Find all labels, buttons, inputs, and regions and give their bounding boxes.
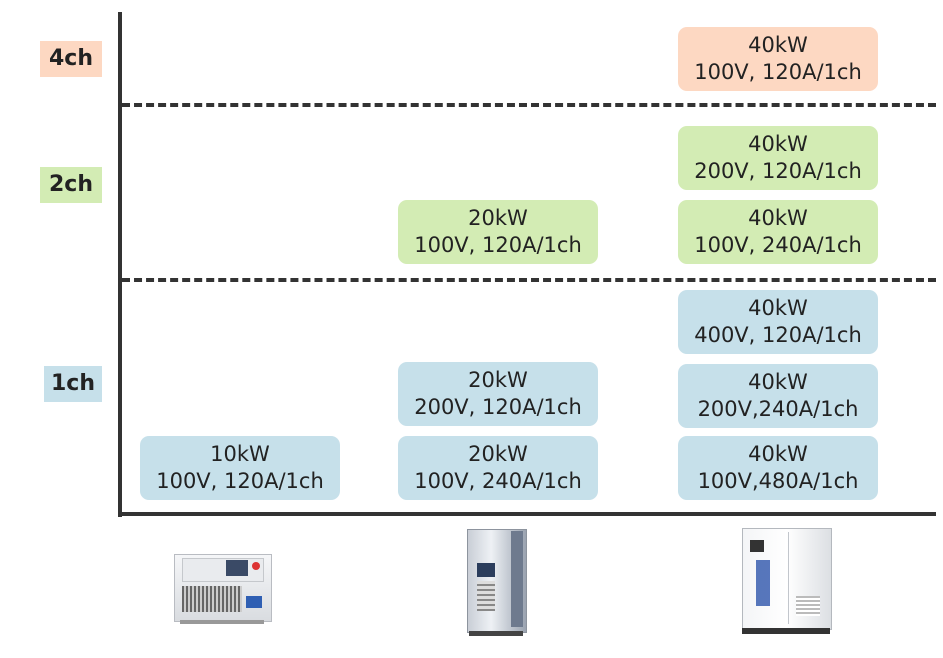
spec-box-1ch-40kw-100v: 40kW 100V,480A/1ch <box>678 436 878 500</box>
spec-box-spec: 100V, 120A/1ch <box>414 233 582 257</box>
spec-box-spec: 400V, 120A/1ch <box>694 323 862 347</box>
spec-box-2ch-40kw-100v: 40kW 100V, 240A/1ch <box>678 200 878 264</box>
product-image-10kw-unit <box>174 548 272 626</box>
x-axis-line <box>118 512 936 516</box>
spec-box-1ch-20kw-200v: 20kW 200V, 120A/1ch <box>398 362 598 426</box>
spec-box-power: 20kW <box>468 442 528 466</box>
spec-box-power: 40kW <box>748 370 808 394</box>
spec-box-spec: 100V, 240A/1ch <box>414 469 582 493</box>
spec-box-2ch-20kw-100v: 20kW 100V, 120A/1ch <box>398 200 598 264</box>
spec-box-1ch-10kw-100v: 10kW 100V, 120A/1ch <box>140 436 340 500</box>
divider-2ch-1ch <box>122 278 936 282</box>
product-image-20kw-cabinet <box>463 527 529 637</box>
spec-box-spec: 200V, 120A/1ch <box>694 159 862 183</box>
spec-box-spec: 100V,480A/1ch <box>697 469 859 493</box>
spec-box-1ch-20kw-100v: 20kW 100V, 240A/1ch <box>398 436 598 500</box>
product-image-40kw-cabinet <box>740 526 832 636</box>
spec-box-spec: 200V,240A/1ch <box>697 397 859 421</box>
channel-label-4ch: 4ch <box>40 41 102 77</box>
spec-box-power: 20kW <box>468 368 528 392</box>
spec-box-4ch-40kw: 40kW 100V, 120A/1ch <box>678 27 878 91</box>
channel-label-1ch: 1ch <box>44 366 102 402</box>
y-axis-line <box>118 12 122 517</box>
spec-box-power: 10kW <box>210 442 270 466</box>
spec-box-power: 40kW <box>748 296 808 320</box>
spec-box-spec: 100V, 120A/1ch <box>156 469 324 493</box>
spec-box-power: 40kW <box>748 33 808 57</box>
spec-box-power: 40kW <box>748 442 808 466</box>
spec-box-spec: 100V, 120A/1ch <box>694 60 862 84</box>
spec-box-1ch-40kw-400v: 40kW 400V, 120A/1ch <box>678 290 878 354</box>
divider-4ch-2ch <box>122 103 936 107</box>
spec-box-spec: 100V, 240A/1ch <box>694 233 862 257</box>
channel-label-2ch: 2ch <box>40 167 102 203</box>
spec-box-power: 40kW <box>748 206 808 230</box>
spec-box-spec: 200V, 120A/1ch <box>414 395 582 419</box>
spec-box-power: 20kW <box>468 206 528 230</box>
spec-box-power: 40kW <box>748 132 808 156</box>
spec-box-2ch-40kw-200v: 40kW 200V, 120A/1ch <box>678 126 878 190</box>
spec-box-1ch-40kw-200v: 40kW 200V,240A/1ch <box>678 364 878 428</box>
